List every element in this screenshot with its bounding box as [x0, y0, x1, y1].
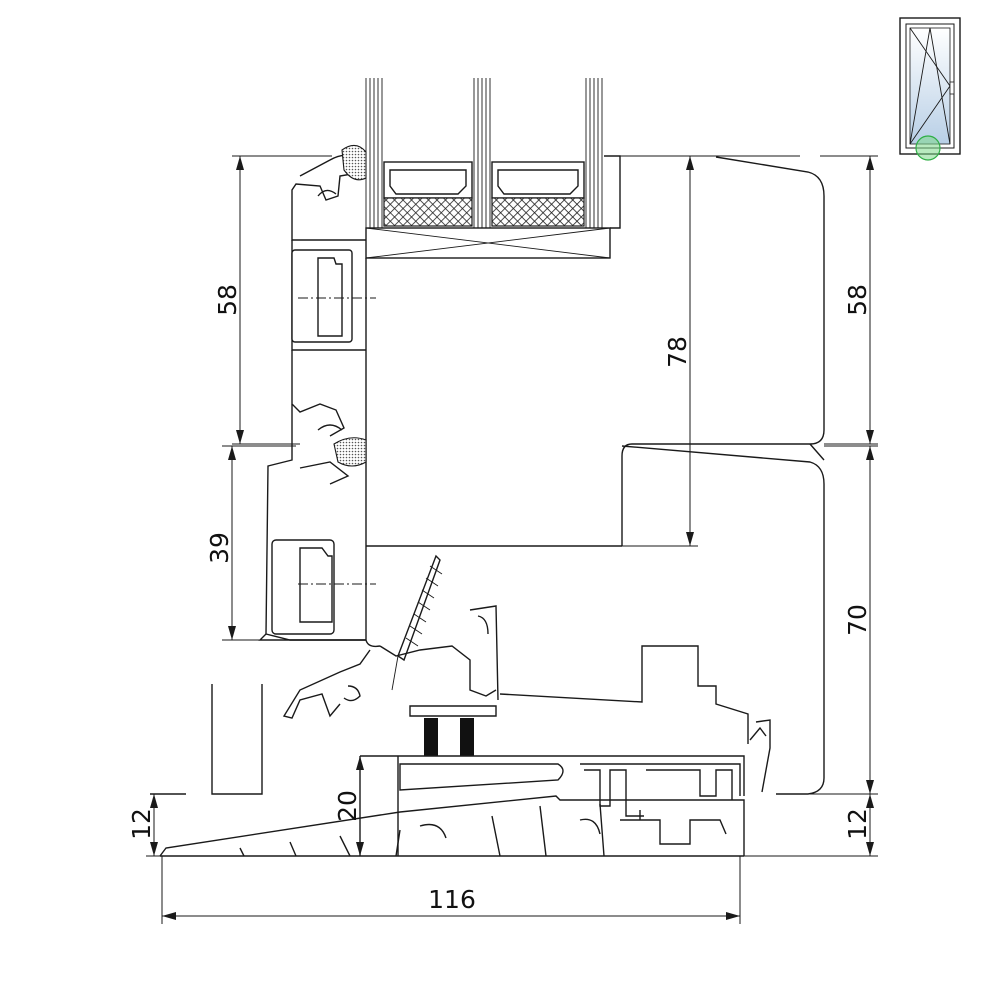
sash-profile — [365, 155, 825, 648]
dim-left-sash-height: 58 — [213, 284, 242, 316]
dim-left-frame-height: 39 — [205, 532, 234, 564]
wall-reveal — [211, 684, 263, 795]
dim-threshold-left: 12 — [127, 808, 156, 840]
seal-gaskets — [317, 144, 367, 467]
brush-seals — [409, 705, 497, 756]
fixing-screw — [391, 554, 443, 691]
window-tilt-turn-icon — [899, 17, 961, 161]
glass-pane-right — [585, 78, 603, 228]
threshold-sill — [159, 755, 745, 857]
dim-glass-rebate: 78 — [663, 336, 692, 368]
glass-pane-middle — [473, 78, 491, 228]
dimension-lines — [146, 155, 878, 924]
glazing-block — [365, 227, 611, 259]
left-profile — [258, 154, 366, 641]
spacer-left — [383, 161, 473, 227]
dim-overall-width: 116 — [428, 885, 476, 914]
dim-sill-height: 20 — [333, 790, 362, 822]
spacer-right — [491, 161, 585, 227]
dim-right-sash-height: 58 — [843, 284, 872, 316]
weather-drip — [282, 605, 499, 719]
dim-threshold-right: 12 — [843, 808, 872, 840]
dim-right-frame-height: 70 — [843, 604, 872, 636]
triple-glazing — [365, 78, 611, 259]
glass-pane-left — [365, 78, 383, 228]
detail-location-marker — [915, 135, 941, 161]
frame-profile — [499, 445, 825, 795]
